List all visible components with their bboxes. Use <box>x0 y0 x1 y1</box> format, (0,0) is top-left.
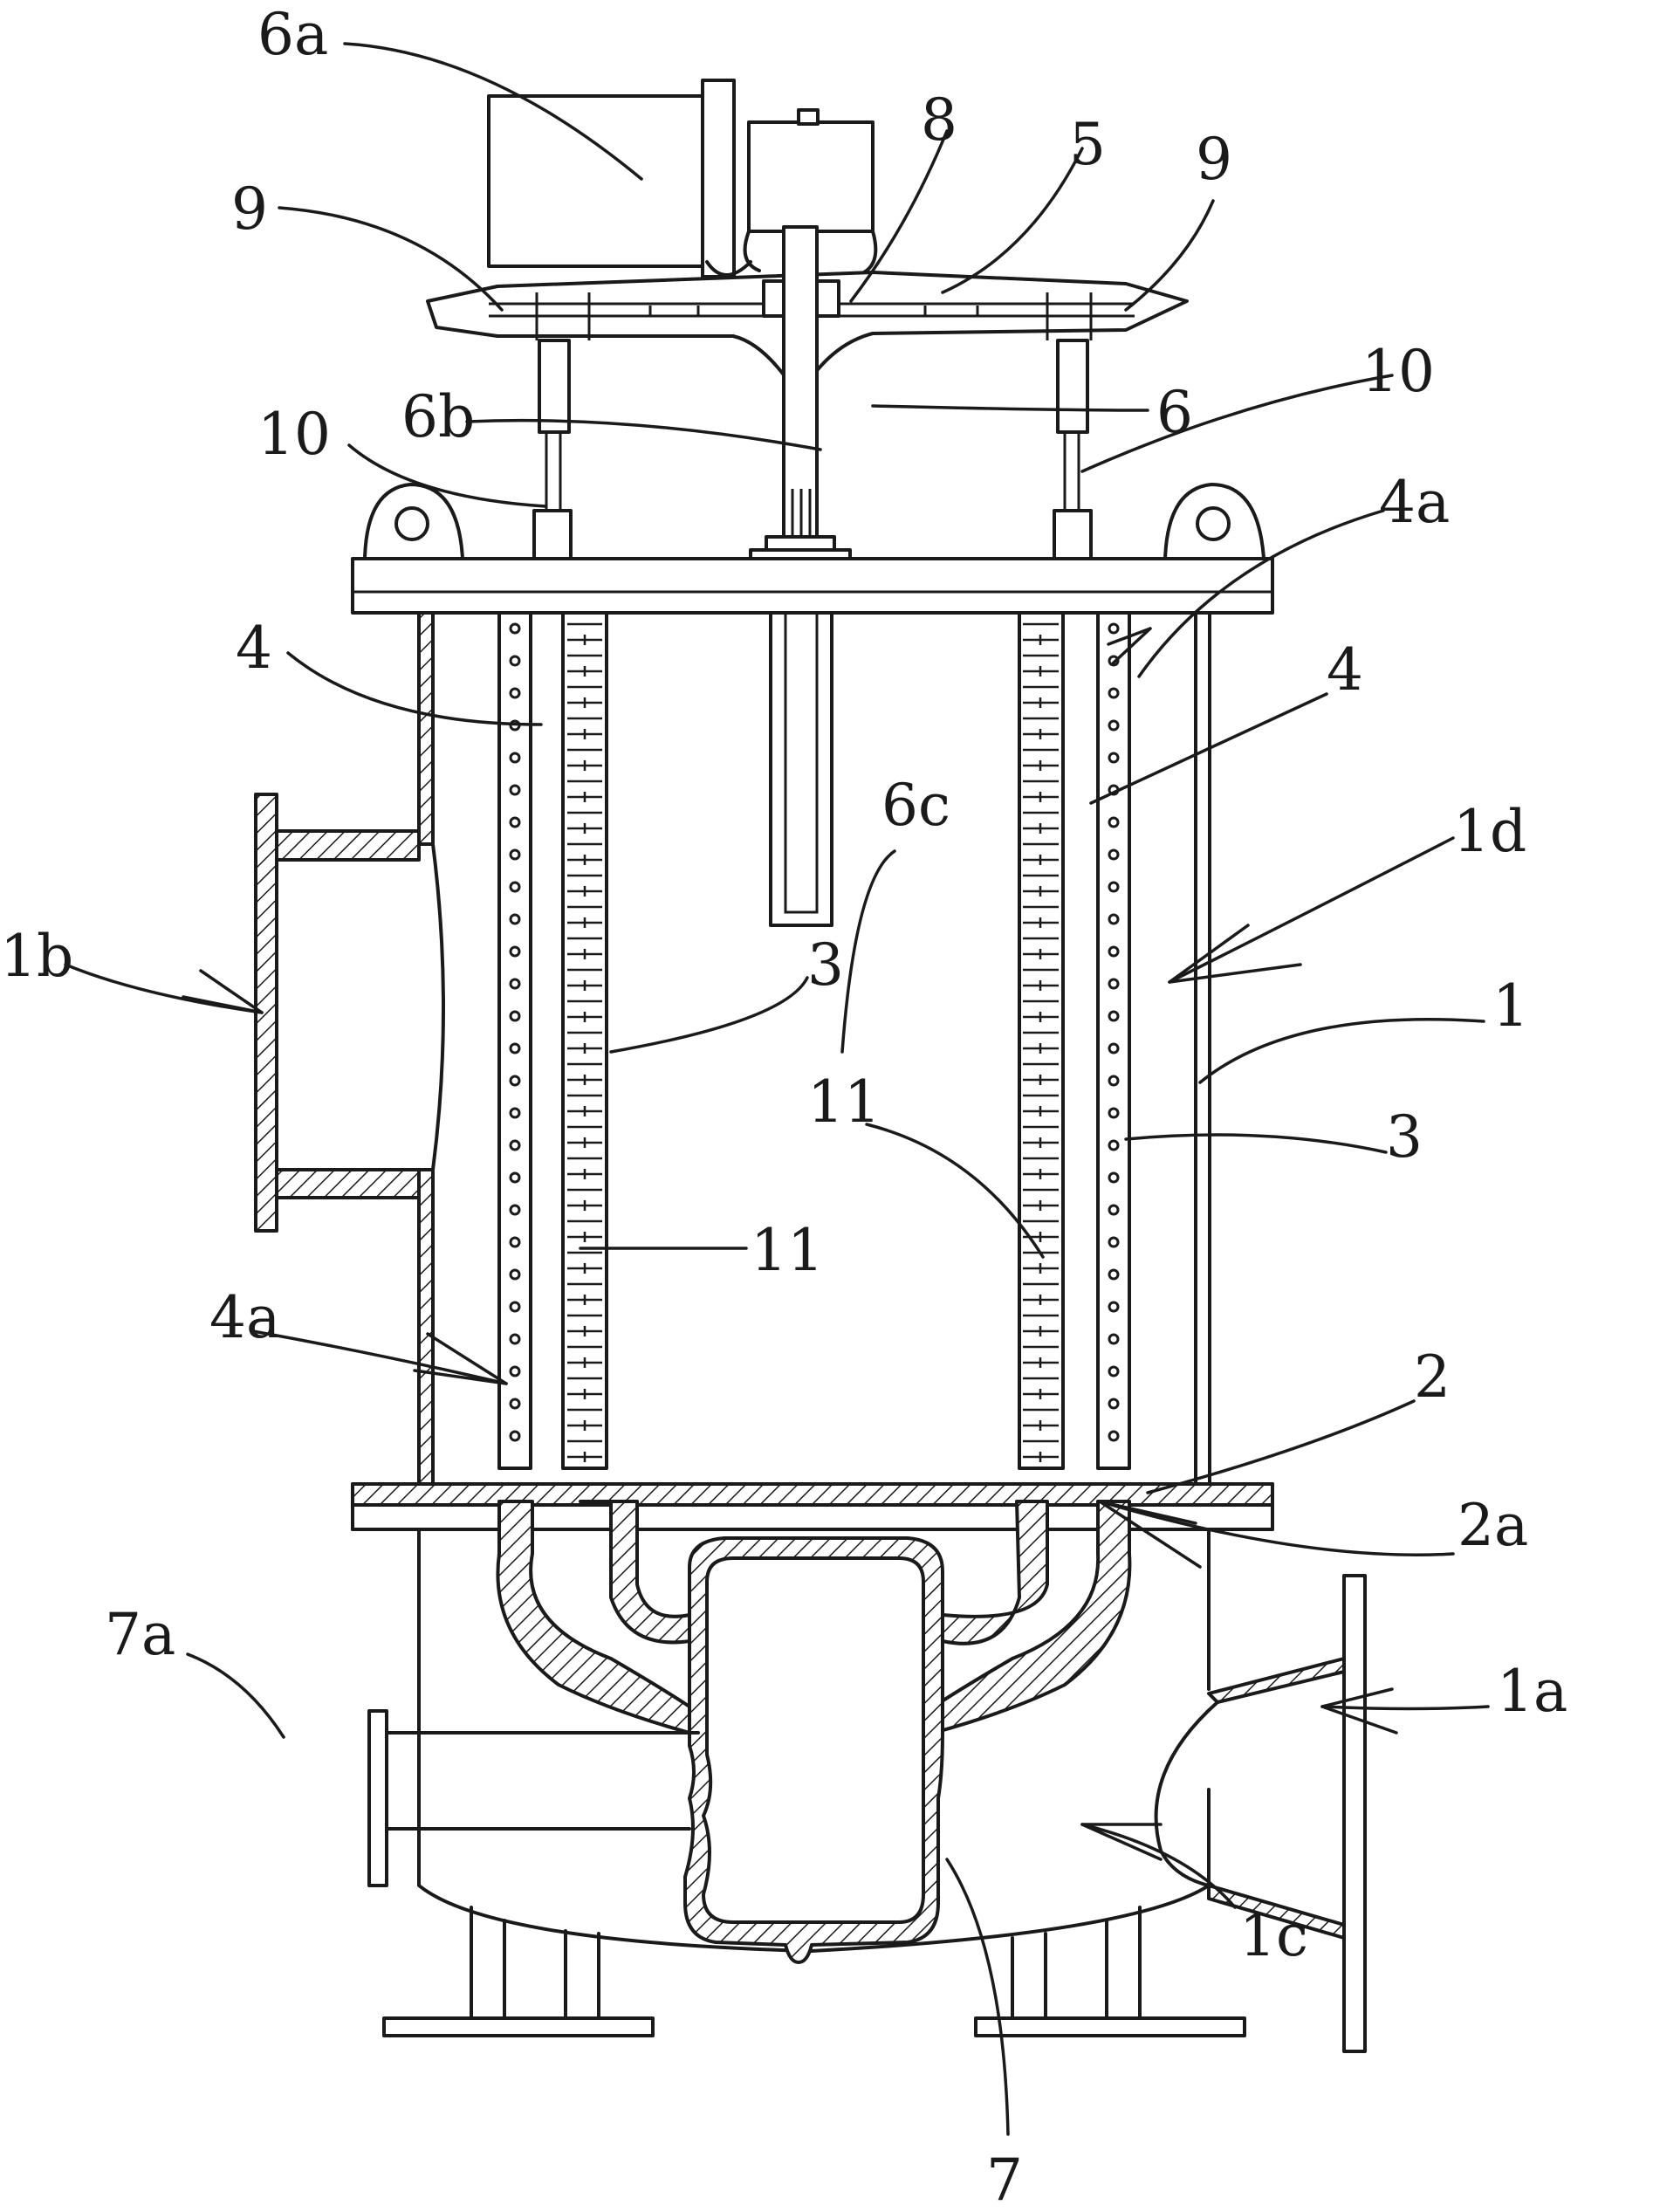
perforation-hole <box>1108 1107 1120 1119</box>
perforation-hole <box>509 816 521 828</box>
label-10-left: 10 <box>257 401 331 468</box>
lower-chamber <box>417 1528 1211 1953</box>
label-4-left: 4 <box>236 615 272 682</box>
label-7: 7 <box>986 2147 1023 2212</box>
label-7a: 7a <box>105 1601 175 1668</box>
perforation-hole <box>1108 1236 1120 1248</box>
perforation-hole <box>1108 1333 1120 1345</box>
perforation-hole <box>1108 881 1120 893</box>
label-10-right: 10 <box>1361 338 1435 405</box>
perforation-hole <box>1108 848 1120 861</box>
drain-7a <box>367 1709 700 1887</box>
label-11-left: 11 <box>751 1217 824 1284</box>
perforation-hole <box>509 1365 521 1377</box>
perforation-hole <box>509 1171 521 1184</box>
perforation-hole <box>1108 1042 1120 1054</box>
label-4a-top: 4a <box>1379 469 1450 536</box>
label-2a: 2a <box>1458 1492 1528 1559</box>
filter-perforations <box>509 622 1120 1462</box>
filter-element-left <box>497 611 608 1470</box>
perforation-hole <box>509 655 521 667</box>
perforation-hole <box>509 978 521 990</box>
perforation-hole <box>509 752 521 764</box>
label-6: 6 <box>1156 379 1193 446</box>
top-flange <box>351 483 1274 615</box>
perforation-hole <box>509 687 521 699</box>
perforation-hole <box>1108 1075 1120 1087</box>
perforation-hole <box>509 1204 521 1216</box>
perforation-hole <box>1108 1139 1120 1151</box>
perforation-hole <box>509 1333 521 1345</box>
perforation-hole <box>1108 1365 1120 1377</box>
perforation-hole <box>1108 1171 1120 1184</box>
perforation-hole <box>1108 978 1120 990</box>
label-1a: 1a <box>1497 1658 1567 1725</box>
label-1d: 1d <box>1453 798 1526 865</box>
label-6a: 6a <box>257 1 328 68</box>
perforation-hole <box>1108 1301 1120 1313</box>
label-6b: 6b <box>401 383 475 450</box>
gearbox <box>743 108 878 274</box>
perforation-hole <box>1108 687 1120 699</box>
perforation-hole <box>1108 1010 1120 1022</box>
label-9-left: 9 <box>231 175 268 243</box>
perforation-hole <box>509 945 521 958</box>
drive-motor <box>487 79 752 278</box>
perforation-hole <box>509 1268 521 1281</box>
label-1: 1 <box>1492 972 1529 1040</box>
perforation-hole <box>1108 816 1120 828</box>
support-legs <box>382 1906 1246 2037</box>
label-1b: 1b <box>0 923 73 990</box>
perforation-hole <box>509 1301 521 1313</box>
label-1c: 1c <box>1239 1902 1308 1969</box>
perforation-hole <box>1108 1430 1120 1442</box>
perforation-hole <box>509 1139 521 1151</box>
leader-lines <box>64 42 1490 2136</box>
label-8: 8 <box>921 86 957 154</box>
label-4a-bottom: 4a <box>209 1284 280 1351</box>
label-9-right: 9 <box>1196 126 1232 193</box>
push-rod-right <box>1053 339 1093 565</box>
perforation-hole <box>509 784 521 796</box>
perforation-hole <box>509 913 521 925</box>
label-3-right: 3 <box>1386 1103 1423 1171</box>
perforation-hole <box>509 881 521 893</box>
label-6c: 6c <box>881 772 950 839</box>
perforation-hole <box>1108 1398 1120 1410</box>
perforation-hole <box>509 1042 521 1054</box>
perforation-hole <box>509 1075 521 1087</box>
perforation-hole <box>509 622 521 635</box>
perforation-hole <box>509 1236 521 1248</box>
perforation-hole <box>509 1107 521 1119</box>
label-3-left: 3 <box>807 931 844 999</box>
drive-shaft <box>749 225 852 927</box>
perforation-hole <box>509 1398 521 1410</box>
label-2: 2 <box>1414 1343 1451 1411</box>
perforation-hole <box>509 1430 521 1442</box>
perforation-hole <box>1108 752 1120 764</box>
perforation-hole <box>1108 913 1120 925</box>
perforation-hole <box>509 1010 521 1022</box>
perforation-hole <box>1108 719 1120 732</box>
perforation-hole <box>509 848 521 861</box>
perforation-hole <box>1108 622 1120 635</box>
perforation-hole <box>1108 1268 1120 1281</box>
perforation-hole <box>1108 945 1120 958</box>
label-5: 5 <box>1069 111 1106 178</box>
inlet-1a <box>1154 1574 1367 2053</box>
label-11-right: 11 <box>807 1068 881 1136</box>
push-rod-left <box>532 339 573 565</box>
backwash-manifold <box>496 1500 1132 1964</box>
outlet-1b <box>254 793 421 1233</box>
perforation-hole <box>1108 1204 1120 1216</box>
reference-labels: 6a 8 5 9 9 10 10 6b 6 4a 4 4 6c 1d 1b 1 … <box>0 1 1567 2212</box>
label-4-right: 4 <box>1327 636 1363 704</box>
vessel-shell <box>417 611 1211 1486</box>
